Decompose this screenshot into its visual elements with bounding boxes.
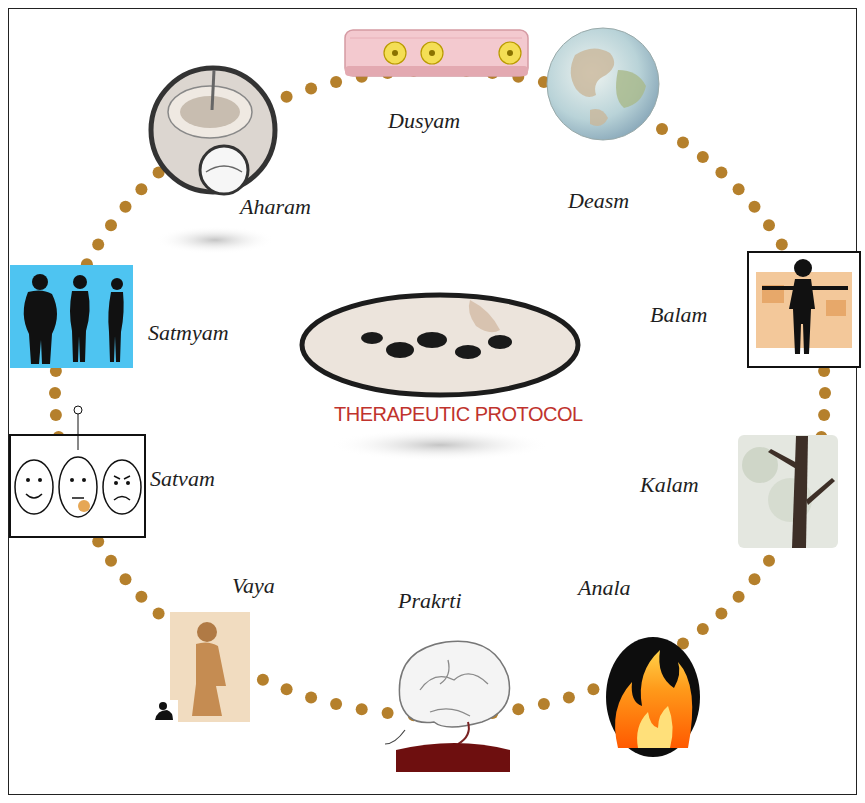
- ring-dot: [818, 409, 830, 421]
- ring-dot: [715, 608, 727, 620]
- mind-faces-icon: [10, 406, 145, 537]
- ring-dot: [281, 91, 293, 103]
- factor-label: Deasm: [568, 188, 629, 214]
- ring-dot: [587, 683, 599, 695]
- shadow: [330, 429, 550, 461]
- factor-label: Balam: [650, 302, 707, 328]
- ring-dot: [819, 387, 831, 399]
- ring-dot: [763, 219, 775, 231]
- factor-label: Prakrti: [398, 588, 462, 614]
- ring-dot: [92, 238, 104, 250]
- factor-label: Dusyam: [388, 108, 460, 134]
- ring-dot: [563, 691, 575, 703]
- stone-massage-icon: [302, 295, 578, 395]
- ring-dot: [697, 623, 709, 635]
- ring-dot: [733, 591, 745, 603]
- factor-label: Satmyam: [148, 320, 229, 346]
- ring-dot: [763, 555, 775, 567]
- center-title: THERAPEUTIC PROTOCOL: [334, 401, 583, 427]
- age-icon: [150, 612, 250, 722]
- factor-label: Vaya: [232, 573, 275, 599]
- fire-icon: [606, 637, 700, 757]
- ring-dot: [120, 573, 132, 585]
- ring-dot: [135, 591, 147, 603]
- ring-dot: [305, 83, 317, 95]
- season-tree-icon: [738, 435, 838, 548]
- ring-dot: [257, 674, 269, 686]
- factor-label: Kalam: [640, 472, 699, 498]
- ring-dot: [512, 703, 524, 715]
- ring-dot: [677, 136, 689, 148]
- ring-dot: [50, 409, 62, 421]
- food-bowl-icon: [151, 68, 275, 194]
- factor-label: Aharam: [240, 194, 311, 220]
- ring-dot: [330, 698, 342, 710]
- brain-icon: [385, 641, 510, 772]
- ring-dot: [330, 76, 342, 88]
- factor-label: Satvam: [150, 466, 215, 492]
- shadow: [155, 226, 275, 254]
- ring-dot: [538, 698, 550, 710]
- ring-dot: [382, 707, 394, 719]
- ring-dot: [105, 555, 117, 567]
- ring-dot: [135, 183, 147, 195]
- body-types-icon: [10, 265, 133, 368]
- ring-dot: [749, 201, 761, 213]
- frame: [9, 9, 857, 795]
- dotted-circle: [49, 64, 831, 722]
- ring-dot: [733, 183, 745, 195]
- ring-dot: [776, 238, 788, 250]
- globe-icon: [547, 28, 659, 140]
- ring-dot: [120, 201, 132, 213]
- factor-label: Anala: [578, 575, 631, 601]
- ring-dot: [49, 387, 61, 399]
- ring-dot: [281, 683, 293, 695]
- ring-dot: [356, 703, 368, 715]
- ring-dot: [305, 691, 317, 703]
- ring-dot: [153, 608, 165, 620]
- tissue-band-icon: [345, 30, 528, 76]
- ring-dot: [697, 151, 709, 163]
- ring-dot: [715, 167, 727, 179]
- strength-icon: [748, 252, 860, 367]
- ring-dot: [105, 219, 117, 231]
- ring-dot: [749, 573, 761, 585]
- ring-dot: [656, 123, 668, 135]
